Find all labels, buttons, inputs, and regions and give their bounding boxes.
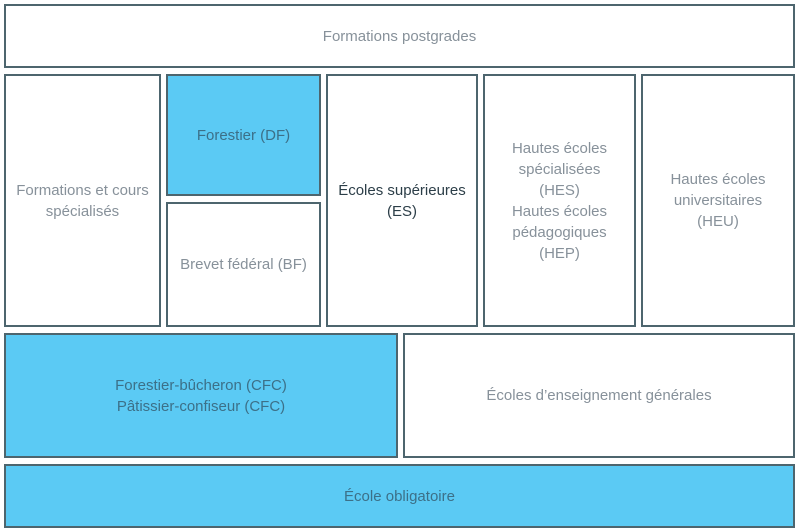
box-label: Écoles supérieures (ES) bbox=[338, 181, 466, 220]
box-label: Hautes écoles universitaires (HEU) bbox=[670, 171, 766, 230]
box-label: École obligatoire bbox=[344, 487, 455, 505]
box-hautes-ecoles-heu: Hautes écoles universitaires (HEU) bbox=[641, 74, 795, 327]
box-forestier-df: Forestier (DF) bbox=[166, 74, 321, 196]
box-label: Écoles d’enseignement générales bbox=[486, 387, 712, 404]
box-label: Formations et cours spécialisés bbox=[16, 181, 149, 220]
box-label: Forestier-bûcheron (CFC) Pâtissier-confi… bbox=[115, 376, 287, 415]
box-forestier-bucheron-cfc: Forestier-bûcheron (CFC) Pâtissier-confi… bbox=[4, 333, 398, 458]
box-ecoles-superieures-es: Écoles supérieures (ES) bbox=[326, 74, 478, 327]
box-ecole-obligatoire: École obligatoire bbox=[4, 464, 795, 528]
box-formations-cours-specialises: Formations et cours spécialisés bbox=[4, 74, 161, 327]
box-label: Forestier (DF) bbox=[196, 126, 291, 144]
box-label: Brevet fédéral (BF) bbox=[180, 256, 307, 273]
box-brevet-federal-bf: Brevet fédéral (BF) bbox=[166, 202, 321, 327]
box-formations-postgrades: Formations postgrades bbox=[4, 4, 795, 68]
box-hautes-ecoles-hes-hep: Hautes écoles spécialisées (HES) Hautes … bbox=[483, 74, 636, 327]
box-label: Formations postgrades bbox=[322, 27, 477, 45]
box-ecoles-enseignement-generales: Écoles d’enseignement générales bbox=[403, 333, 795, 458]
box-label: Hautes écoles spécialisées (HES) Hautes … bbox=[511, 139, 608, 262]
